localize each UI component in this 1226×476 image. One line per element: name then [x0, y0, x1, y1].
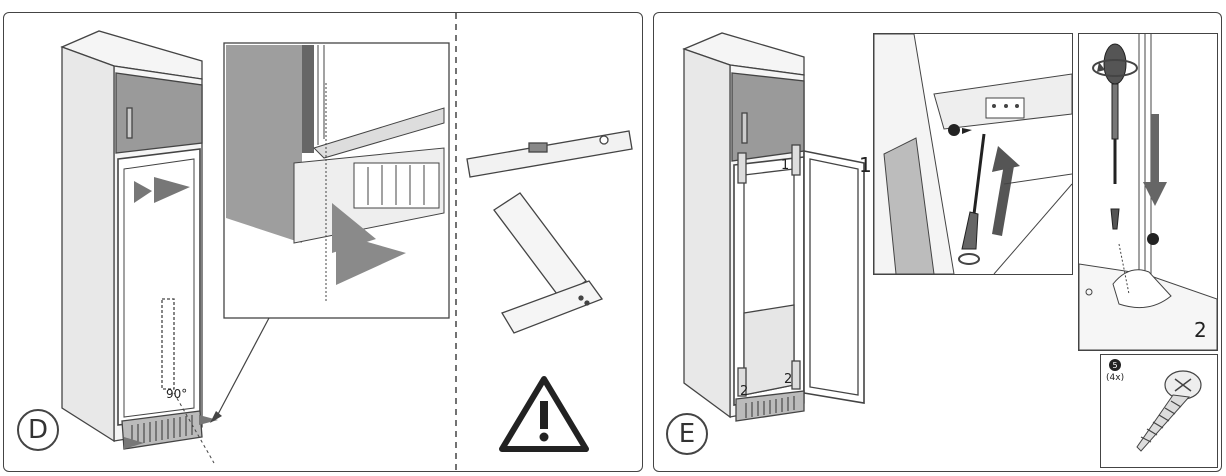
panel-d-illustration: 90° [60, 13, 633, 471]
panel-step-e: 1 2 2 E 1 [653, 12, 1222, 472]
detail-number-1: 1 [859, 153, 872, 177]
spirit-level-icon [466, 130, 633, 178]
try-square-icon [493, 192, 604, 334]
hinge-label-bottom-right: 2 [784, 372, 792, 387]
screwdriver-tighten-illustration [1079, 34, 1217, 350]
cabinet-illustration [60, 30, 203, 450]
angle-label: 90° [166, 387, 187, 401]
step-badge-d: D [17, 409, 59, 451]
screw-detail-box: 5 (4x) [1100, 354, 1218, 468]
detail-box-2 [1078, 33, 1218, 351]
panel-e-illustration: 1 2 2 [682, 32, 865, 422]
step-badge-e: E [666, 413, 708, 455]
screw-icon [1136, 370, 1202, 452]
screw-ref-badge: 5 [1109, 359, 1121, 371]
hinge-label-bottom-left: 2 [740, 384, 748, 399]
warning-icon [499, 376, 589, 452]
hinge-label-top: 1 [781, 158, 789, 173]
cabinet-illustration [682, 32, 865, 422]
push-arrow-icon [124, 177, 218, 449]
detail-number-2: 2 [1194, 318, 1207, 342]
screwdriver-loosen-illustration [874, 34, 1072, 274]
detail-box-1 [873, 33, 1073, 275]
panel-step-d: 90° [3, 12, 643, 472]
zoom-detail-box [223, 42, 450, 319]
screw-quantity-label: (4x) [1106, 373, 1125, 383]
